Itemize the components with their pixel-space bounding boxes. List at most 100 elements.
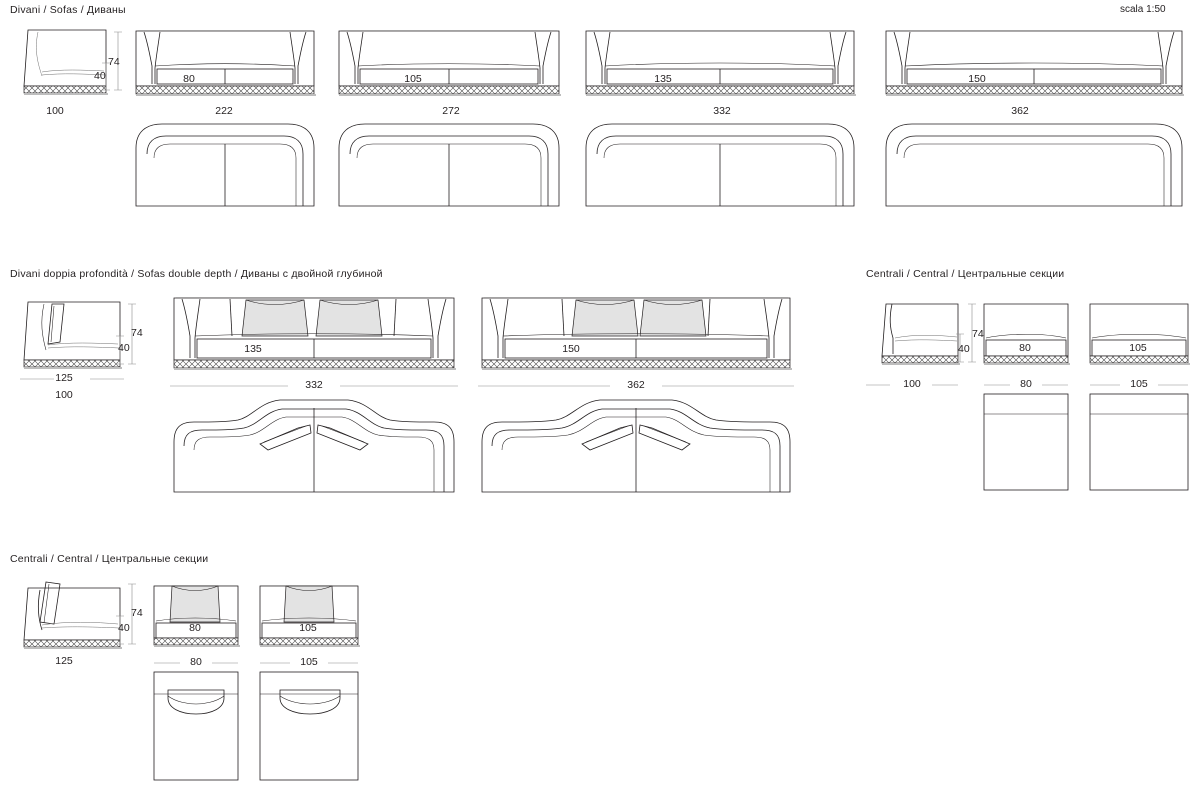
dim-value: 40	[118, 622, 130, 634]
section-title-central-bottom: Centrali / Central / Центральные секции	[10, 553, 208, 565]
dim-height-row2-side	[116, 303, 136, 365]
dim-value: 100	[46, 105, 64, 117]
sofa-plan-4	[880, 120, 1188, 208]
section-title-central-right-text: Centrali / Central / Центральные секции	[866, 268, 1065, 280]
sofa-front-1	[130, 28, 320, 98]
central-front-row2-105	[1086, 300, 1192, 366]
dim-dd-seat-2: 150	[562, 343, 580, 355]
dim-central-seat-row3-105: 105	[299, 622, 317, 634]
sofa-plan-2	[333, 120, 565, 208]
dim-width-2: 272	[442, 105, 460, 117]
sofa-plan-3	[580, 120, 860, 208]
dim-value: 362	[1011, 105, 1029, 117]
dim-value: 332	[713, 105, 731, 117]
dim-dd-width-1: 332	[305, 379, 323, 391]
dim-height-total-row3: 74	[131, 607, 143, 619]
dim-seat-1: 80	[183, 73, 195, 85]
dim-height-central-row2	[956, 303, 976, 363]
dim-value: 80	[183, 73, 195, 85]
dim-line-central-width-row2-105	[1090, 384, 1188, 386]
dim-line-dd-width-1	[170, 385, 458, 387]
central-front-row3-80	[150, 578, 242, 648]
sofa-dd-side-view	[8, 298, 134, 374]
dim-height-row3-side	[116, 583, 136, 645]
dim-value: 100	[55, 389, 73, 401]
dim-value: 150	[562, 343, 580, 355]
dim-height-seat-row3: 40	[118, 622, 130, 634]
dim-central-width-row2-80: 80	[1020, 378, 1032, 390]
central-plan-row3-80	[150, 670, 242, 782]
sofa-dd-front-2	[476, 292, 796, 374]
section-title-sofas: Divani / Sofas / Диваны	[10, 4, 126, 16]
dim-line-central-width-row3-105	[260, 662, 358, 664]
dim-central-seat-row2-80: 80	[1019, 342, 1031, 354]
dim-seat-3: 135	[654, 73, 672, 85]
scale-label-text: scala 1:50	[1120, 4, 1166, 15]
central-side-view-row2	[862, 300, 970, 370]
dim-value: 150	[968, 73, 986, 85]
dim-value: 135	[244, 343, 262, 355]
dim-value: 105	[300, 656, 318, 668]
dim-line-central-width-row3-80	[154, 662, 238, 664]
dim-seat-2: 105	[404, 73, 422, 85]
dim-height-seat-central-row2: 40	[958, 343, 970, 355]
dim-central-width-row2-105: 105	[1130, 378, 1148, 390]
dim-central-width-row3-105: 105	[300, 656, 318, 668]
dim-seat-4: 150	[968, 73, 986, 85]
dim-height-seat-row2: 40	[118, 342, 130, 354]
dim-value: 80	[1019, 342, 1031, 354]
dim-value: 80	[1020, 378, 1032, 390]
sofa-dd-plan-1	[168, 392, 460, 494]
dim-dd-width-2: 362	[627, 379, 645, 391]
dim-central-seat-row2-105: 105	[1129, 342, 1147, 354]
dim-value: 105	[299, 622, 317, 634]
dim-value: 40	[94, 70, 106, 82]
section-title-sofas-double-depth: Divani doppia profondità / Sofas double …	[10, 268, 383, 280]
dim-central-width-row3-80: 80	[190, 656, 202, 668]
dim-value: 105	[1130, 378, 1148, 390]
sofa-front-3	[580, 28, 860, 98]
dim-value: 332	[305, 379, 323, 391]
dim-value: 125	[55, 372, 73, 384]
dim-depth-central-row2: 100	[903, 378, 921, 390]
dim-line-central-width-row2-80	[984, 384, 1068, 386]
dim-width-1: 222	[215, 105, 233, 117]
dim-depth-row3: 125	[55, 655, 73, 667]
dim-value: 40	[958, 343, 970, 355]
dim-line-central-depth-row2	[866, 384, 958, 386]
central-plan-row3-105	[256, 670, 362, 782]
dim-line-dd-width-2	[478, 385, 794, 387]
dim-width-3: 332	[713, 105, 731, 117]
dim-value: 105	[1129, 342, 1147, 354]
dim-value: 80	[190, 656, 202, 668]
dim-height-total-central-row2: 74	[972, 328, 984, 340]
sofa-plan-1	[130, 120, 320, 208]
dim-value: 74	[108, 56, 120, 68]
dim-value: 40	[118, 342, 130, 354]
dim-height-row1-side	[102, 31, 122, 91]
dim-value: 135	[654, 73, 672, 85]
dim-depth-outer-row2: 125	[55, 372, 73, 384]
dim-value: 80	[189, 622, 201, 634]
dim-height-total-row2: 74	[131, 327, 143, 339]
section-title-sofas-text: Divani / Sofas / Диваны	[10, 4, 126, 16]
dim-value: 74	[131, 607, 143, 619]
dim-value: 74	[972, 328, 984, 340]
dim-value: 362	[627, 379, 645, 391]
dim-value: 74	[131, 327, 143, 339]
scale-label: scala 1:50	[1120, 4, 1166, 15]
sofa-front-2	[333, 28, 565, 98]
section-title-central-bottom-text: Centrali / Central / Центральные секции	[10, 553, 209, 565]
dim-dd-seat-1: 135	[244, 343, 262, 355]
dim-value: 105	[404, 73, 422, 85]
dim-value: 272	[442, 105, 460, 117]
section-title-sofas-double-depth-text: Divani doppia profondità / Sofas double …	[10, 268, 383, 280]
central-front-row3-105	[256, 578, 362, 648]
dim-line-depth-outer	[20, 378, 124, 380]
central-plan-row2-80	[980, 392, 1072, 492]
dim-height-seat-row1: 40	[94, 70, 106, 82]
dim-value: 100	[903, 378, 921, 390]
dim-height-total-row1: 74	[108, 56, 120, 68]
sofa-dd-front-1	[168, 292, 460, 374]
